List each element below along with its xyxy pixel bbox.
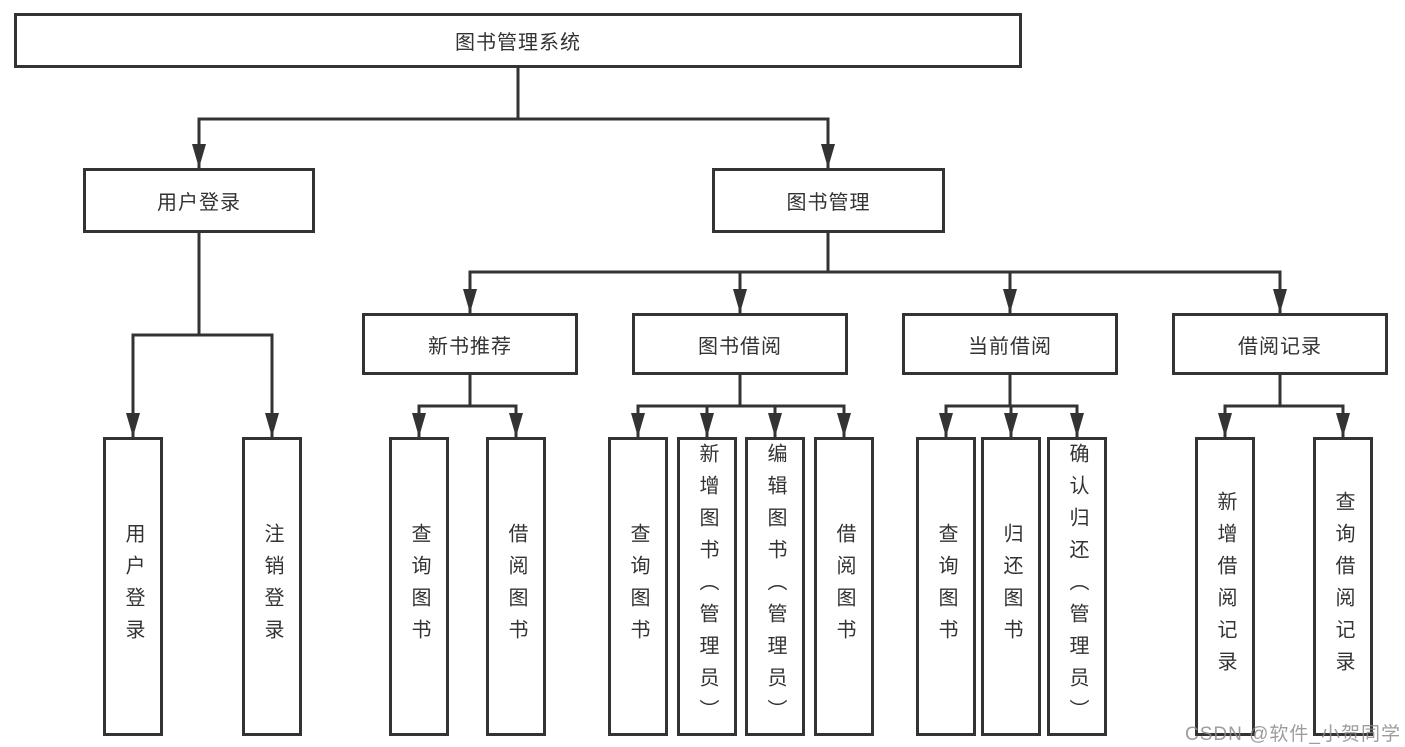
- node-new-book-recommend: 新书推荐: [362, 313, 578, 375]
- node-label: 当前借阅: [968, 335, 1052, 358]
- node-label: 图书管理: [786, 192, 871, 214]
- node-book-borrowing: 图书借阅: [632, 313, 848, 375]
- node-label: 新增图书（管理员）: [696, 442, 718, 731]
- node-label: 借阅图书: [505, 522, 527, 651]
- leaf-borrowing-edit-books-admin: 编辑图书（管理员）: [745, 437, 805, 736]
- node-label: 归还图书: [1000, 522, 1022, 651]
- connector-arrows: [126, 119, 1350, 437]
- node-label: 用户登录: [122, 522, 144, 651]
- leaf-current-query-books: 查询图书: [916, 437, 976, 736]
- leaf-current-return-books: 归还图书: [981, 437, 1041, 736]
- node-borrowing-records: 借阅记录: [1172, 313, 1388, 375]
- leaf-records-query-record: 查询借阅记录: [1313, 437, 1373, 736]
- node-label: 图书管理系统: [455, 32, 581, 54]
- leaf-recommend-borrow-books: 借阅图书: [486, 437, 546, 736]
- node-book-management: 图书管理: [712, 168, 945, 233]
- node-user-login: 用户登录: [83, 168, 315, 233]
- leaf-borrowing-add-books-admin: 新增图书（管理员）: [677, 437, 737, 736]
- node-label: 图书借阅: [698, 335, 782, 358]
- leaf-borrowing-borrow-books: 借阅图书: [814, 437, 874, 736]
- node-library-management-system: 图书管理系统: [14, 13, 1022, 68]
- node-label: 注销登录: [261, 522, 283, 651]
- node-label: 新书推荐: [428, 335, 512, 358]
- node-current-borrowing: 当前借阅: [902, 313, 1118, 375]
- node-label: 查询图书: [935, 522, 957, 651]
- leaf-records-add-record: 新增借阅记录: [1195, 437, 1255, 736]
- node-label: 编辑图书（管理员）: [764, 442, 786, 731]
- leaf-recommend-query-books: 查询图书: [389, 437, 449, 736]
- node-label: 查询图书: [627, 522, 649, 651]
- node-label: 借阅记录: [1238, 335, 1322, 358]
- node-label: 用户登录: [157, 192, 241, 214]
- connector-trunks: [131, 65, 1345, 408]
- leaf-borrowing-query-books: 查询图书: [608, 437, 668, 736]
- node-label: 借阅图书: [833, 522, 855, 651]
- node-label: 确认归还（管理员）: [1066, 442, 1088, 731]
- node-label: 查询图书: [408, 522, 430, 651]
- leaf-current-confirm-return-admin: 确认归还（管理员）: [1047, 437, 1107, 736]
- node-label: 新增借阅记录: [1214, 490, 1236, 683]
- leaf-logout-login: 注销登录: [242, 437, 302, 736]
- leaf-user-login: 用户登录: [103, 437, 163, 736]
- node-label: 查询借阅记录: [1332, 490, 1354, 683]
